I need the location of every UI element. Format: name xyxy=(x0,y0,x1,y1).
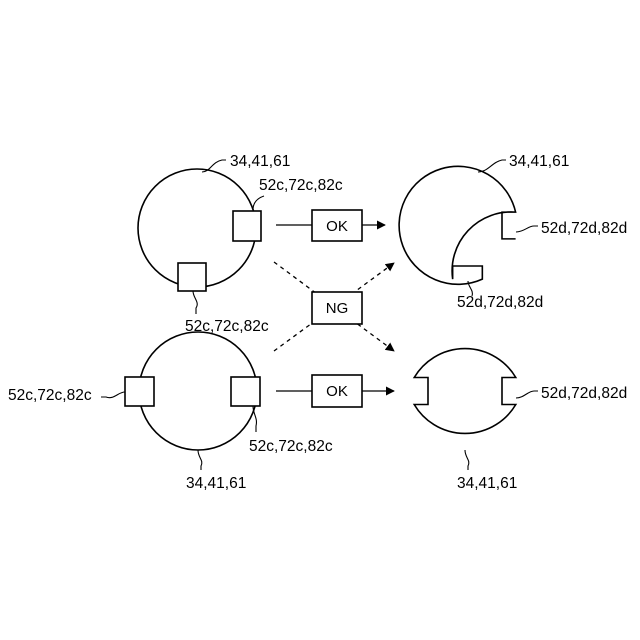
top-left-side-square-label: 52c,72c,82c xyxy=(259,177,343,194)
top-left-bottom-square xyxy=(178,263,206,291)
cross-ng-flow: NG xyxy=(274,262,394,351)
bottom-left-left-square-leader xyxy=(101,392,125,398)
bottom-right-part: 52d,72d,82d 34,41,61 xyxy=(414,349,627,492)
bottom-left-circle-leader xyxy=(198,450,202,470)
bottom-right-notch-label: 52d,72d,82d xyxy=(541,385,627,402)
top-left-bottom-square-leader xyxy=(193,291,197,314)
top-ok-label: OK xyxy=(326,218,348,235)
top-right-side-notch-label: 52d,72d,82d xyxy=(541,220,627,237)
top-left-circle-label: 34,41,61 xyxy=(230,153,290,170)
top-ok-flow: OK xyxy=(276,210,385,241)
top-left-side-square-leader xyxy=(253,196,264,210)
bottom-left-circle-label: 34,41,61 xyxy=(186,475,246,492)
bottom-right-circle-label: 34,41,61 xyxy=(457,475,517,492)
bottom-left-right-square-leader xyxy=(253,406,256,432)
top-left-side-square xyxy=(233,211,261,241)
top-right-side-notch-leader xyxy=(516,226,538,232)
top-right-circle-label: 34,41,61 xyxy=(509,153,569,170)
bottom-left-right-square-label: 52c,72c,82c xyxy=(249,438,333,455)
bottom-ok-flow: OK xyxy=(276,375,394,407)
bottom-left-left-square-label: 52c,72c,82c xyxy=(8,387,92,404)
top-right-part: 34,41,61 52d,72d,82d 52d,72d,82d xyxy=(0,0,627,311)
ng-label: NG xyxy=(326,300,349,317)
top-right-bottom-notch-label: 52d,72d,82d xyxy=(457,294,543,311)
bottom-left-part: 52c,72c,82c 52c,72c,82c 34,41,61 xyxy=(8,332,333,492)
bottom-right-notched-circle xyxy=(414,349,516,434)
bottom-left-right-square xyxy=(231,377,260,406)
bottom-right-circle-leader xyxy=(465,450,469,470)
bottom-left-left-square xyxy=(125,377,154,406)
top-right-circle-leader xyxy=(478,160,506,172)
bottom-right-notch-leader xyxy=(516,391,538,398)
top-right-notched-circle xyxy=(399,166,516,284)
bottom-ok-label: OK xyxy=(326,383,348,400)
